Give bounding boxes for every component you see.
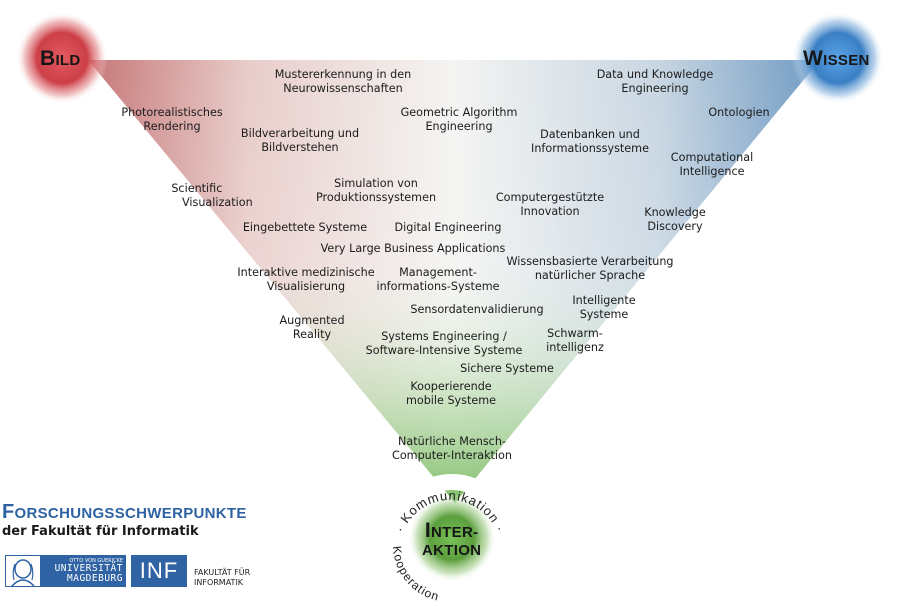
topic-simulation: Simulation von Produktionssystemen [315,177,437,204]
topic-computational-intelligence: Computational Intelligence [670,151,754,178]
ovgu-line2: MAGDEBURG [67,573,123,584]
topic-ontologien: Ontologien [708,106,770,119]
interaktion-label: INTER- AKTION [422,519,482,559]
page-heading: FORSCHUNGSSCHWERPUNKTE [2,501,247,523]
topic-sichere-systeme: Sichere Systeme [460,362,554,375]
topic-systems-engineering: Systems Engineering / Software-Intensive… [365,330,523,357]
topic-wissensbasierte-verarbeitung: Wissensbasierte Verarbeitung natürlicher… [506,255,674,282]
topic-mustererkennung: Mustererkennung in den Neurowissenschaft… [274,68,412,95]
topic-interaktive-medizinische-visualisierung: Interaktive medizinische Visualisierung [237,266,375,293]
topic-intelligente-systeme: Intelligente Systeme [572,294,636,321]
topic-geometric-algorithm-engineering: Geometric Algorithm Engineering [400,106,518,133]
topic-schwarmintelligenz: Schwarm- intelligenz [546,327,604,354]
inf-logo: INF [131,555,187,587]
bild-circle [16,12,108,104]
topic-data-knowledge-engineering: Data und Knowledge Engineering [596,68,714,95]
topic-managementinformationssysteme: Management- informations-Systeme [376,266,500,293]
topic-kooperierende-mobile-systeme: Kooperierende mobile Systeme [405,380,497,407]
page-subheading: der Fakultät für Informatik [2,524,199,539]
ovgu-small-text: OTTO VON GUERICKE [69,558,123,564]
interaktion-circle [408,494,496,582]
topic-photorealistisches-rendering: Photorealistisches Rendering [121,106,223,133]
interaktion-ring [386,474,518,606]
topic-very-large-business-applications: Very Large Business Applications [320,242,506,255]
guericke-portrait-icon [5,555,41,587]
wissen-circle [792,12,884,104]
topic-bildverarbeitung: Bildverarbeitung und Bildverstehen [240,127,360,154]
faculty-text: FAKULTÄT FÜR INFORMATIK [194,568,251,587]
ovgu-line1: UNIVERSITÄT [54,563,123,574]
topic-computergestuetzte-innovation: Computergestützte Innovation [495,191,605,218]
topic-augmented-reality: Augmented Reality [279,314,345,341]
wissen-label: WISSEN [803,47,870,70]
topic-digital-engineering: Digital Engineering [394,221,502,234]
topic-sensordatenvalidierung: Sensordatenvalidierung [410,303,544,316]
triangle-green-overlay [88,60,820,503]
ovgu-logo: OTTO VON GUERICKE UNIVERSITÄT MAGDEBURG [5,555,126,587]
topic-datenbanken: Datenbanken und Informationssysteme [531,128,649,155]
topic-natuerliche-mensch-computer-interaktion: Natürliche Mensch- Computer-Interaktion [392,435,512,462]
topic-knowledge-discovery: Knowledge Discovery [644,206,706,233]
topic-eingebettete-systeme: Eingebettete Systeme [242,221,368,234]
bild-label: BILD [40,47,81,70]
topic-scientific-visualization: Scientific Visualization [171,182,253,209]
